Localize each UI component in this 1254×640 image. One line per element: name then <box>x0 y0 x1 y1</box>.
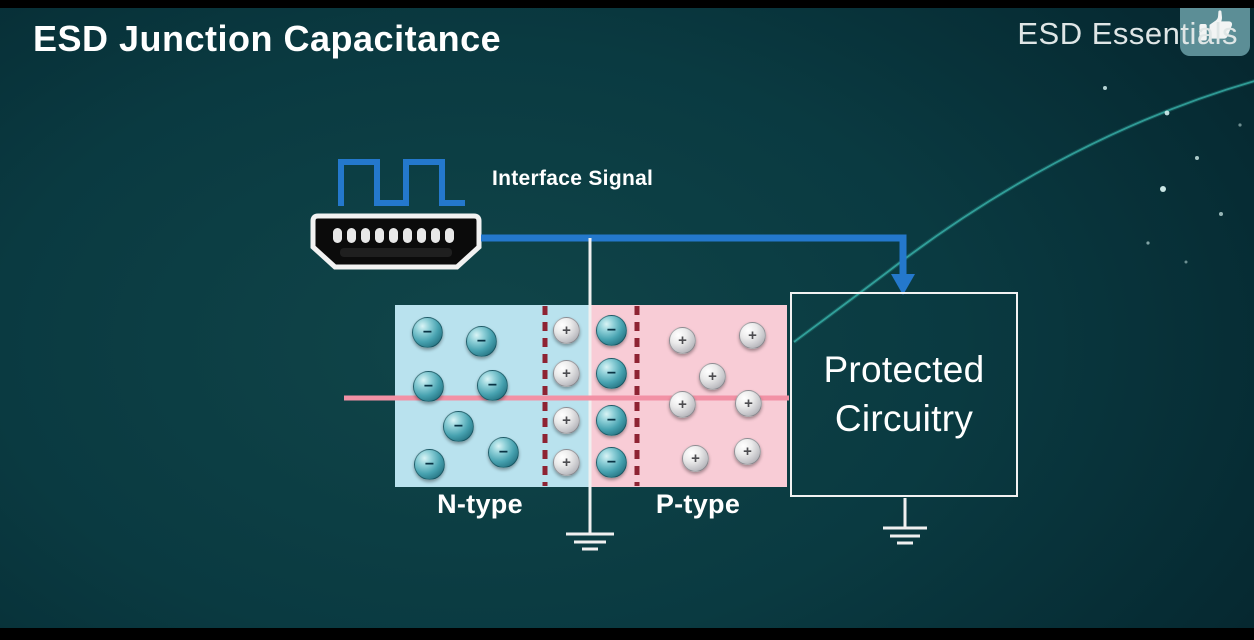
ground-symbol-left <box>566 532 614 551</box>
ground-symbol-right <box>883 498 927 545</box>
protected-box-line2: Circuitry <box>834 397 974 439</box>
n-type-label: N-type <box>437 489 523 519</box>
letterbox-bottom <box>0 628 1254 640</box>
thumbs-up-badge[interactable] <box>1180 0 1250 56</box>
protected-box-line1: Protected <box>823 348 985 390</box>
n-type-region <box>395 305 590 487</box>
brand-text: ESD Essentials <box>1017 16 1238 51</box>
sparkle-dots <box>1103 86 1242 264</box>
letterbox-top <box>0 0 1254 8</box>
p-type-label: P-type <box>655 489 741 519</box>
interface-signal-label: Interface Signal <box>492 167 654 190</box>
page-title: ESD Junction Capacitance <box>33 18 502 59</box>
thumbs-up-icon <box>1199 10 1233 41</box>
protected-circuitry-box: Protected Circuitry <box>790 292 1018 497</box>
square-wave-icon <box>338 159 465 206</box>
signal-wire <box>481 234 907 276</box>
hdmi-connector-icon <box>310 213 482 270</box>
p-type-region <box>590 305 787 487</box>
